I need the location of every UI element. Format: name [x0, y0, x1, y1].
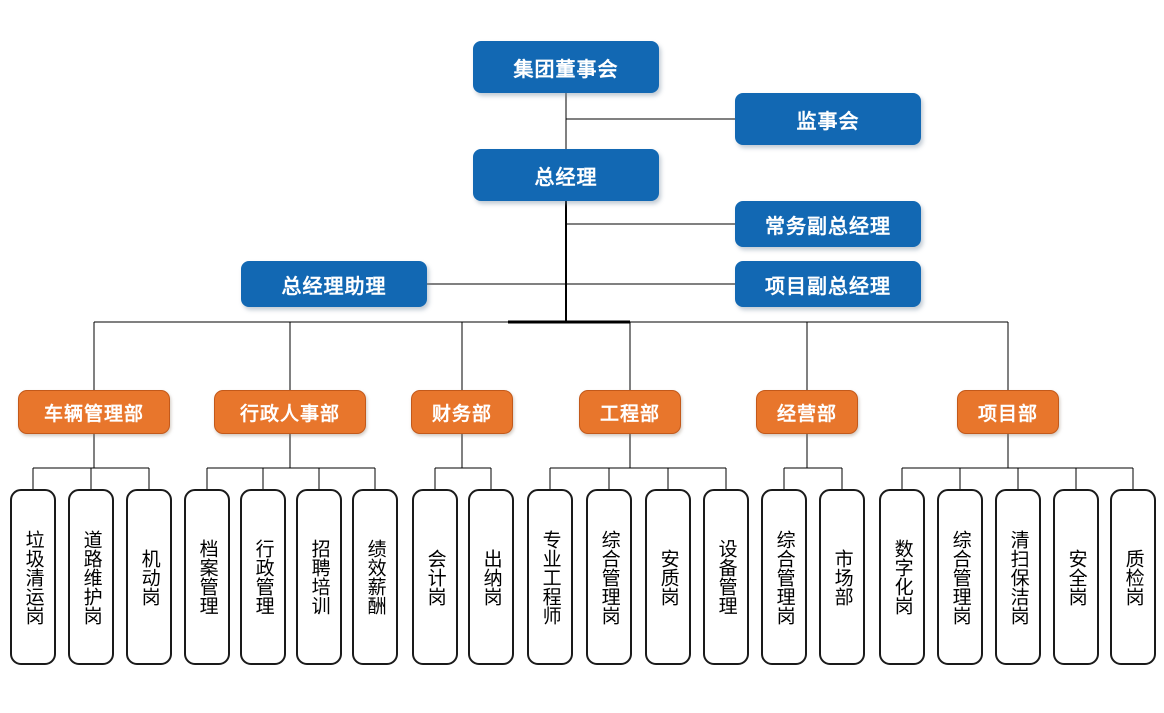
node-post-recruitment-training-label: 招聘培训 [308, 539, 330, 615]
node-project-vice-gm-label: 项目副总经理 [765, 275, 891, 298]
node-executive-vice-gm[interactable]: 常务副总经理 [735, 201, 921, 247]
node-post-garbage-transport[interactable]: 垃圾清运岗 [10, 489, 56, 665]
node-post-performance-compensation-label: 绩效薪酬 [364, 539, 386, 615]
node-post-cleaning-sanitation[interactable]: 清扫保洁岗 [995, 489, 1041, 665]
node-dept-vehicle-label: 车辆管理部 [43, 403, 144, 425]
node-post-safety-quality[interactable]: 安质岗 [645, 489, 691, 665]
node-dept-finance-label: 财务部 [431, 403, 492, 425]
node-post-cashier[interactable]: 出纳岗 [468, 489, 514, 665]
node-post-road-maintenance[interactable]: 道路维护岗 [68, 489, 114, 665]
node-dept-hr[interactable]: 行政人事部 [214, 390, 366, 434]
node-post-project-general-management-label: 综合管理岗 [949, 529, 971, 625]
node-post-mobile-duty-label: 机动岗 [138, 548, 160, 606]
node-post-safety-label: 安全岗 [1065, 548, 1087, 606]
node-executive-vice-gm-label: 常务副总经理 [765, 215, 891, 238]
node-supervisory-board[interactable]: 监事会 [735, 93, 921, 145]
node-post-admin-management-label: 行政管理 [252, 539, 274, 615]
node-post-cleaning-sanitation-label: 清扫保洁岗 [1007, 529, 1029, 625]
node-post-mobile-duty[interactable]: 机动岗 [126, 489, 172, 665]
node-post-professional-engineer[interactable]: 专业工程师 [527, 489, 573, 665]
node-post-engineering-general-management[interactable]: 综合管理岗 [586, 489, 632, 665]
node-dept-project-label: 项目部 [977, 403, 1038, 425]
node-post-project-general-management[interactable]: 综合管理岗 [937, 489, 983, 665]
node-post-archive-management-label: 档案管理 [196, 539, 218, 615]
node-board[interactable]: 集团董事会 [473, 41, 659, 93]
node-post-quality-inspection[interactable]: 质检岗 [1110, 489, 1156, 665]
node-general-manager-label: 总经理 [534, 166, 598, 189]
node-dept-operations-label: 经营部 [776, 403, 837, 425]
node-post-professional-engineer-label: 专业工程师 [539, 529, 561, 625]
node-post-admin-management[interactable]: 行政管理 [240, 489, 286, 665]
node-project-vice-gm[interactable]: 项目副总经理 [735, 261, 921, 307]
node-post-safety-quality-label: 安质岗 [657, 548, 679, 606]
node-dept-project[interactable]: 项目部 [957, 390, 1059, 434]
node-post-digitalization-label: 数字化岗 [891, 539, 913, 615]
node-post-operations-general-management[interactable]: 综合管理岗 [761, 489, 807, 665]
node-post-safety[interactable]: 安全岗 [1053, 489, 1099, 665]
node-post-market[interactable]: 市场部 [819, 489, 865, 665]
node-post-digitalization[interactable]: 数字化岗 [879, 489, 925, 665]
node-dept-hr-label: 行政人事部 [239, 403, 340, 425]
node-post-engineering-general-management-label: 综合管理岗 [598, 529, 620, 625]
node-post-cashier-label: 出纳岗 [480, 548, 502, 606]
node-supervisory-board-label: 监事会 [796, 110, 860, 133]
node-dept-operations[interactable]: 经营部 [756, 390, 858, 434]
node-dept-finance[interactable]: 财务部 [411, 390, 513, 434]
node-board-label: 集团董事会 [513, 58, 619, 81]
node-post-performance-compensation[interactable]: 绩效薪酬 [352, 489, 398, 665]
node-post-garbage-transport-label: 垃圾清运岗 [22, 529, 44, 625]
node-post-equipment-management-label: 设备管理 [715, 539, 737, 615]
node-post-accounting[interactable]: 会计岗 [412, 489, 458, 665]
node-post-recruitment-training[interactable]: 招聘培训 [296, 489, 342, 665]
node-dept-vehicle[interactable]: 车辆管理部 [18, 390, 170, 434]
node-post-road-maintenance-label: 道路维护岗 [80, 529, 102, 625]
node-general-manager[interactable]: 总经理 [473, 149, 659, 201]
node-post-equipment-management[interactable]: 设备管理 [703, 489, 749, 665]
node-post-quality-inspection-label: 质检岗 [1122, 548, 1144, 606]
node-dept-engineering[interactable]: 工程部 [579, 390, 681, 434]
node-post-market-label: 市场部 [831, 548, 853, 606]
node-gm-assistant[interactable]: 总经理助理 [241, 261, 427, 307]
node-gm-assistant-label: 总经理助理 [281, 275, 387, 298]
node-post-archive-management[interactable]: 档案管理 [184, 489, 230, 665]
node-post-operations-general-management-label: 综合管理岗 [773, 529, 795, 625]
node-post-accounting-label: 会计岗 [424, 548, 446, 606]
node-dept-engineering-label: 工程部 [599, 403, 660, 425]
